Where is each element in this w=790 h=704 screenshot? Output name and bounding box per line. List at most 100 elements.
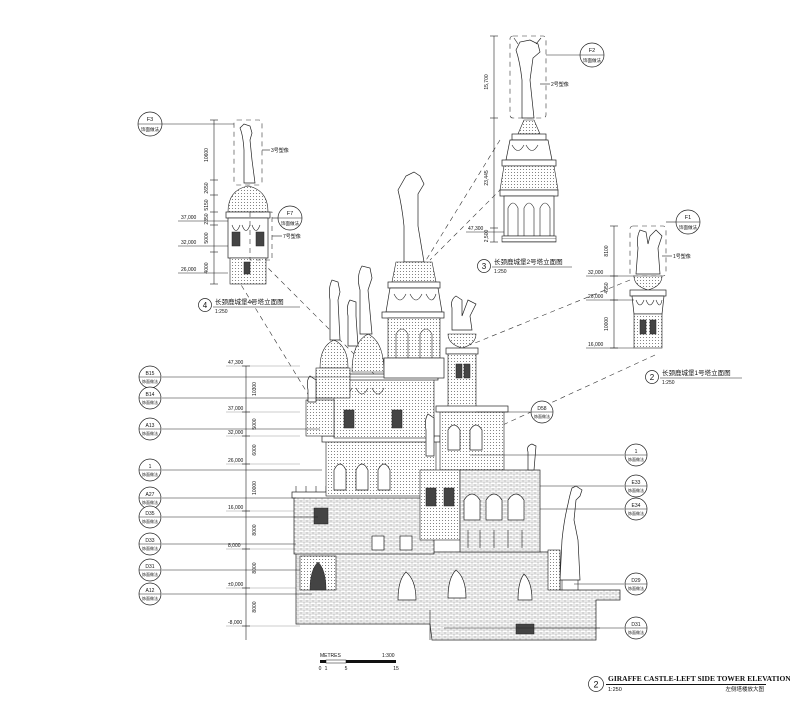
main-dim-3: 6000 bbox=[252, 444, 258, 455]
detail-4-dims: 10600 2650 5150 2350 5000 4000 37,000 32… bbox=[181, 147, 301, 274]
dim-2-3: 2,500 bbox=[484, 230, 490, 243]
svg-text:饰面做法: 饰面做法 bbox=[628, 510, 644, 516]
svg-text:饰面做法: 饰面做法 bbox=[628, 456, 644, 462]
level-4-37000: 37,000 bbox=[181, 215, 197, 221]
detail-4-scale: 1:250 bbox=[215, 309, 228, 315]
dim-4-1: 10600 bbox=[204, 148, 210, 162]
scale-bar: METRES 1:300 0 1 5 15 bbox=[319, 653, 399, 672]
tag-f7: F7 饰面做法 bbox=[272, 205, 303, 231]
tag-f1: F1 饰面做法 bbox=[666, 209, 701, 235]
main-title-subtitle-cn: 左侧塔楼放大图 bbox=[725, 685, 764, 693]
detail-1-title-cn: 长颈鹿城堡1号塔立面图 bbox=[662, 368, 731, 377]
dim-4-5: 5000 bbox=[204, 232, 210, 243]
detail-4-tower bbox=[178, 119, 273, 285]
callout-7-statue: 7号塑像 bbox=[283, 233, 301, 240]
detail-4-title: 4 长颈鹿城堡4号塔立面图 1:250 bbox=[198, 297, 300, 315]
svg-text:D31: D31 bbox=[631, 622, 640, 628]
level-1-16000: 16,000 bbox=[588, 342, 604, 348]
svg-text:饰面做法: 饰面做法 bbox=[534, 413, 550, 419]
level-4-26000: 26,000 bbox=[181, 267, 197, 273]
svg-text:饰面做法: 饰面做法 bbox=[628, 487, 644, 493]
dim-2-2: 23,445 bbox=[484, 170, 490, 186]
main-dims: 10300 5000 6000 10000 8000 8000 8000 bbox=[252, 382, 258, 613]
tag-f3: F3 饰面做法 bbox=[137, 111, 234, 137]
svg-text:A13: A13 bbox=[146, 423, 155, 429]
main-title: 2 GIRAFFE CASTLE-LEFT SIDE TOWER ELEVATI… bbox=[588, 674, 790, 693]
tag-a13: A13 饰面做法 bbox=[138, 417, 320, 441]
dim-2-1: 15,700 bbox=[484, 74, 490, 90]
level-4-32000: 32,000 bbox=[181, 240, 197, 246]
svg-text:A27: A27 bbox=[146, 492, 155, 498]
svg-text:饰面做法: 饰面做法 bbox=[142, 571, 158, 577]
svg-text:1: 1 bbox=[149, 464, 152, 470]
svg-text:B14: B14 bbox=[146, 392, 155, 398]
level-1-26000: 26,000 bbox=[588, 294, 604, 300]
main-dim-4: 10000 bbox=[252, 481, 258, 495]
callout-1-statue: 1号塑像 bbox=[673, 253, 691, 260]
main-level-0: ±0,000 bbox=[228, 582, 243, 588]
tag-f2-bottom: 饰面做法 bbox=[583, 57, 601, 64]
tag-f7-top: F7 bbox=[287, 211, 293, 217]
main-dim-2: 5000 bbox=[252, 418, 258, 429]
detail-1-title: 2 长颈鹿城堡1号塔立面图 1:250 bbox=[645, 368, 742, 386]
detail-2-title-cn: 长颈鹿城堡2号塔立面图 bbox=[494, 257, 563, 266]
dim-1-1: 8100 bbox=[604, 245, 610, 256]
tag-f3-top: F3 bbox=[147, 117, 153, 123]
tag-f2-top: F2 bbox=[589, 48, 595, 54]
svg-text:D31: D31 bbox=[145, 564, 154, 570]
svg-text:D33: D33 bbox=[145, 538, 154, 544]
svg-text:饰面做法: 饰面做法 bbox=[628, 629, 644, 635]
dim-1-3: 10000 bbox=[604, 317, 610, 331]
svg-text:E33: E33 bbox=[632, 480, 641, 486]
detail-1-scale: 1:250 bbox=[662, 380, 675, 386]
tag-f1-bottom: 饰面做法 bbox=[679, 224, 697, 231]
detail-2-tower bbox=[466, 35, 559, 243]
detail-4-title-cn: 长颈鹿城堡4号塔立面图 bbox=[215, 297, 284, 306]
tag-a12: A12 饰面做法 bbox=[138, 582, 312, 606]
svg-text:饰面做法: 饰面做法 bbox=[142, 545, 158, 551]
scale-tick-0: 0 bbox=[319, 666, 322, 672]
main-dim-1: 10300 bbox=[252, 382, 258, 396]
detail-1-tower bbox=[586, 225, 667, 349]
svg-text:饰面做法: 饰面做法 bbox=[142, 595, 158, 601]
callout-3-statue: 3号塑像 bbox=[271, 147, 289, 154]
detail-2-scale: 1:250 bbox=[494, 269, 507, 275]
left-tags: B15 饰面做法 B14 饰面做法 A13 饰面做法 1 饰面做法 bbox=[138, 365, 384, 606]
tag-1-left: 1 饰面做法 bbox=[138, 458, 322, 482]
tag-a27: A27 饰面做法 bbox=[138, 486, 296, 510]
main-title-text: GIRAFFE CASTLE-LEFT SIDE TOWER ELEVATION bbox=[608, 674, 790, 683]
svg-text:饰面做法: 饰面做法 bbox=[142, 471, 158, 477]
level-2-47300: 47,300 bbox=[468, 226, 484, 232]
dim-4-3: 5150 bbox=[204, 199, 210, 210]
svg-text:D35: D35 bbox=[145, 511, 154, 517]
scale-tick-15: 15 bbox=[393, 666, 399, 672]
svg-text:A12: A12 bbox=[146, 588, 155, 594]
tag-e34: E34 饰面做法 bbox=[540, 497, 648, 521]
main-level-8000: 8,000 bbox=[228, 543, 241, 549]
level-1-32000: 32,000 bbox=[588, 270, 604, 276]
svg-text:D58: D58 bbox=[537, 406, 546, 412]
tag-d35: D35 饰面做法 bbox=[138, 505, 318, 529]
main-dim-5: 8000 bbox=[252, 524, 258, 535]
tag-f7-bottom: 饰面做法 bbox=[281, 220, 299, 227]
svg-text:饰面做法: 饰面做法 bbox=[142, 378, 158, 384]
scale-bar-label: METRES bbox=[320, 653, 342, 659]
leader-lines bbox=[231, 139, 656, 441]
tag-1-right: 1 饰面做法 bbox=[470, 443, 648, 467]
dim-4-6: 4000 bbox=[204, 262, 210, 273]
detail-1-dims: 8100 4950 10000 32,000 26,000 16,000 1号塑… bbox=[588, 245, 691, 348]
tag-d58: D58 饰面做法 bbox=[476, 400, 554, 424]
tag-b14: B14 饰面做法 bbox=[138, 386, 332, 410]
tag-f2: F2 饰面做法 bbox=[546, 42, 605, 68]
main-level-26000: 26,000 bbox=[228, 458, 244, 464]
tag-d31-left: D31 饰面做法 bbox=[138, 558, 300, 582]
tag-f3-bottom: 饰面做法 bbox=[141, 126, 159, 133]
svg-text:E34: E34 bbox=[632, 503, 641, 509]
main-level-32000: 32,000 bbox=[228, 430, 244, 436]
svg-text:B15: B15 bbox=[146, 371, 155, 377]
svg-text:D29: D29 bbox=[631, 578, 640, 584]
dim-4-4: 2350 bbox=[204, 213, 210, 224]
detail-2-dims: 15,700 23,445 2,500 47,300 2号塑像 bbox=[468, 74, 569, 242]
tag-e33: E33 饰面做法 bbox=[540, 474, 648, 498]
